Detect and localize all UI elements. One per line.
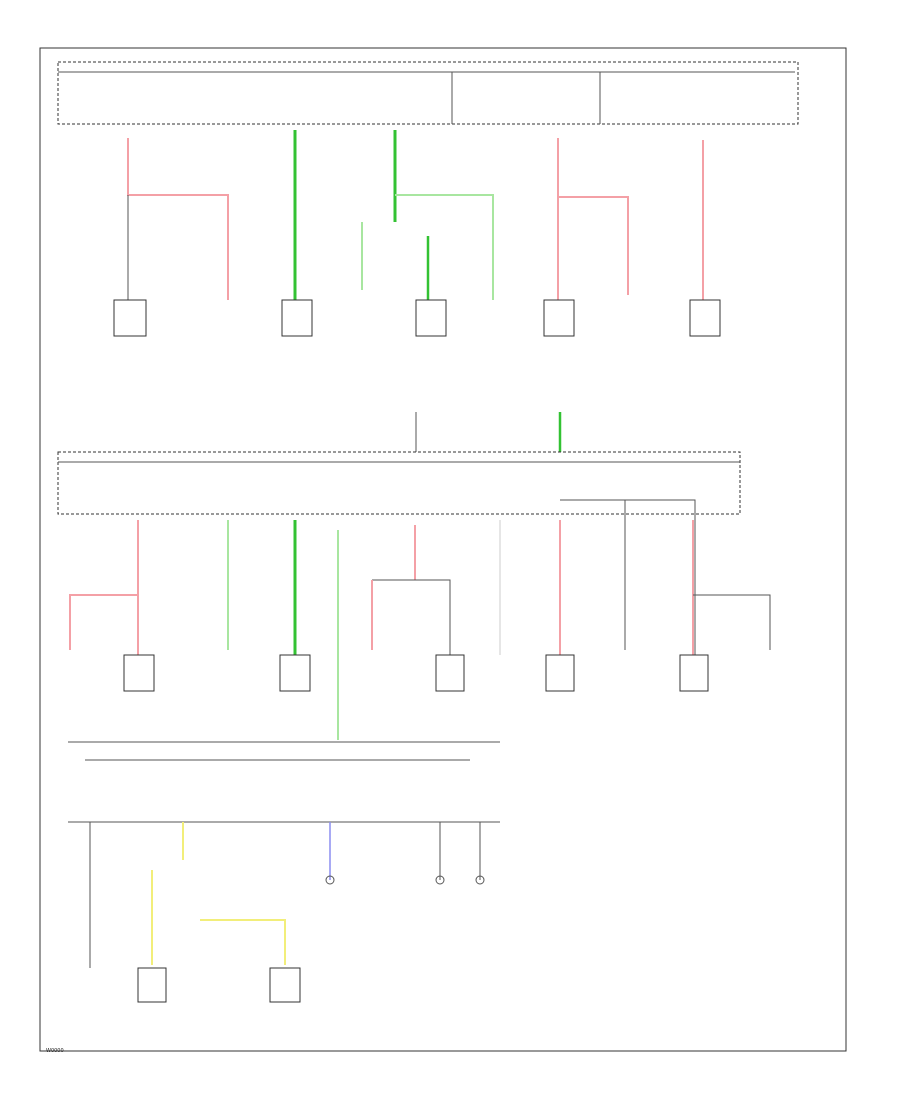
middle-wires — [69, 499, 771, 740]
lower-components — [137, 875, 485, 1003]
lower-bus — [68, 741, 500, 823]
lower-wires — [89, 822, 481, 968]
footer-code: W0000 — [46, 1048, 64, 1054]
diagram-frame — [39, 47, 847, 1052]
middle-components — [123, 654, 709, 692]
top-components — [113, 299, 721, 337]
top-wires — [127, 130, 704, 300]
fuse-panel-middle — [57, 412, 741, 515]
fuse-panel-top — [57, 61, 799, 125]
